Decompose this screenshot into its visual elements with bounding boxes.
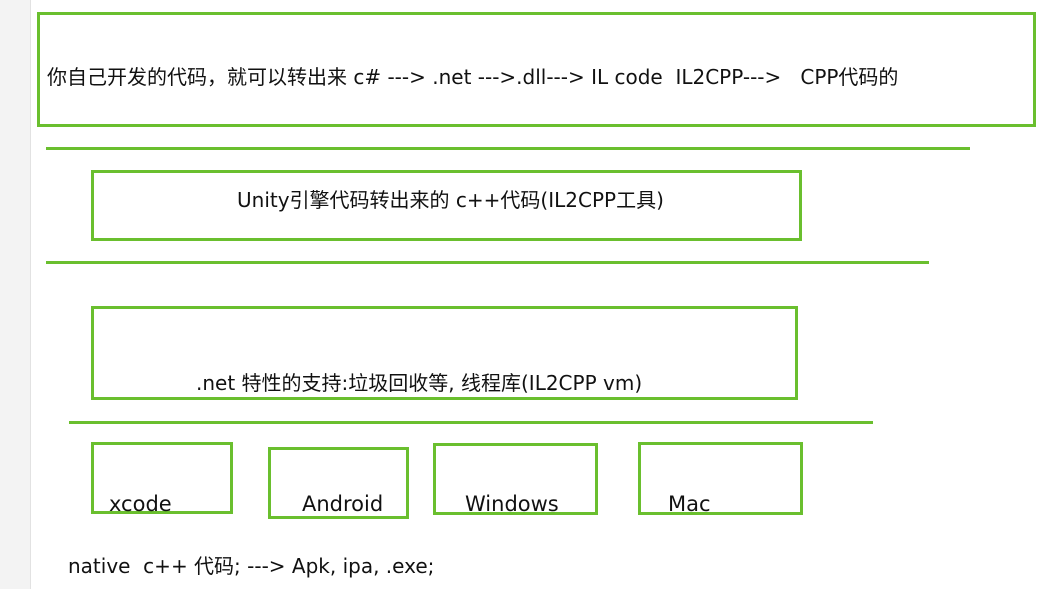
platform-label-android: Android [302, 492, 384, 516]
user-code-layer-text: 你自己开发的代码，就可以转出来 c# ---> .net --->.dll---… [47, 65, 899, 89]
unity-engine-layer-text: Unity引擎代码转出来的 c++代码(IL2CPP工具) [237, 188, 664, 212]
platform-box-windows [433, 443, 598, 515]
platform-label-mac: Mac [668, 492, 711, 516]
platform-box-android [268, 447, 409, 519]
divider-2 [46, 261, 929, 264]
runtime-layer-box [91, 306, 798, 400]
left-margin-rule [30, 0, 31, 589]
platform-box-xcode [91, 442, 233, 514]
user-code-layer-box [37, 12, 1036, 127]
platform-box-mac [638, 442, 803, 515]
unity-engine-layer-box [91, 170, 802, 241]
native-output-text: native c++ 代码; ---> Apk, ipa, .exe; [68, 554, 435, 578]
divider-3 [69, 421, 873, 424]
left-margin-strip [0, 0, 30, 589]
platform-label-windows: Windows [465, 492, 559, 516]
platform-label-xcode: xcode [109, 492, 172, 516]
divider-1 [46, 147, 970, 150]
runtime-layer-text: .net 特性的支持:垃圾回收等, 线程库(IL2CPP vm) [196, 371, 643, 395]
